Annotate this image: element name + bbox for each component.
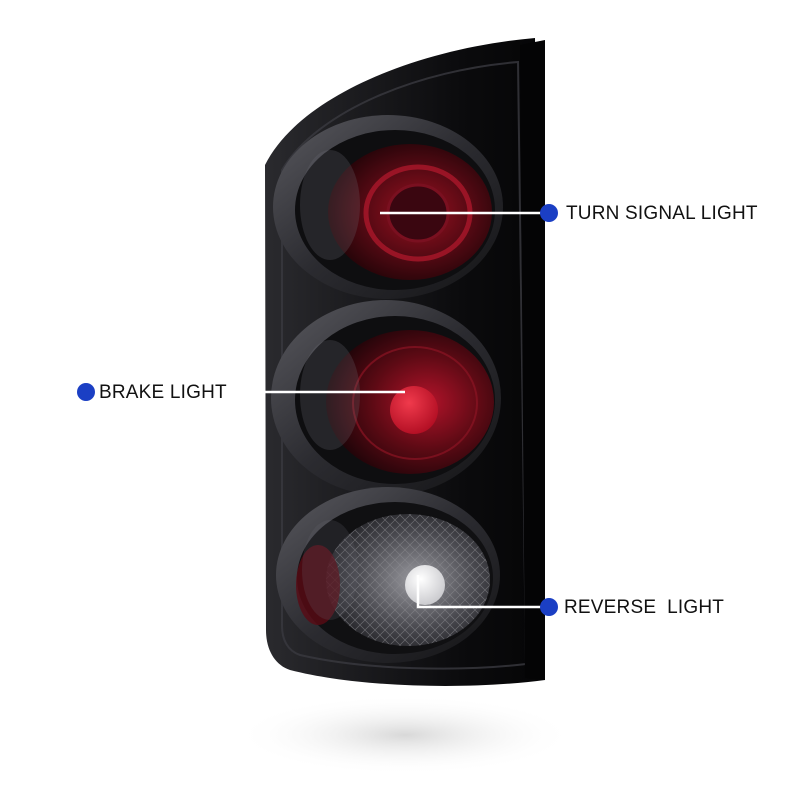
brake-dot: [77, 383, 95, 401]
reverse-lens: [276, 487, 500, 663]
brake-bulb: [390, 386, 438, 434]
turn-signal-label: TURN SIGNAL LIGHT: [566, 203, 758, 224]
reverse-bulb: [405, 565, 445, 605]
brake-lens: [271, 300, 501, 496]
turn-signal-lens: [273, 115, 503, 299]
turn-signal-dot: [540, 204, 558, 222]
floor-reflection: [235, 695, 575, 775]
housing-inner-edge: [281, 60, 528, 670]
housing-right-flank: [520, 40, 545, 680]
reverse-label: REVERSE LIGHT: [564, 597, 725, 618]
brake-label: BRAKE LIGHT: [99, 382, 227, 403]
reverse-leader-line: [416, 575, 548, 609]
reverse-dot: [540, 598, 558, 616]
